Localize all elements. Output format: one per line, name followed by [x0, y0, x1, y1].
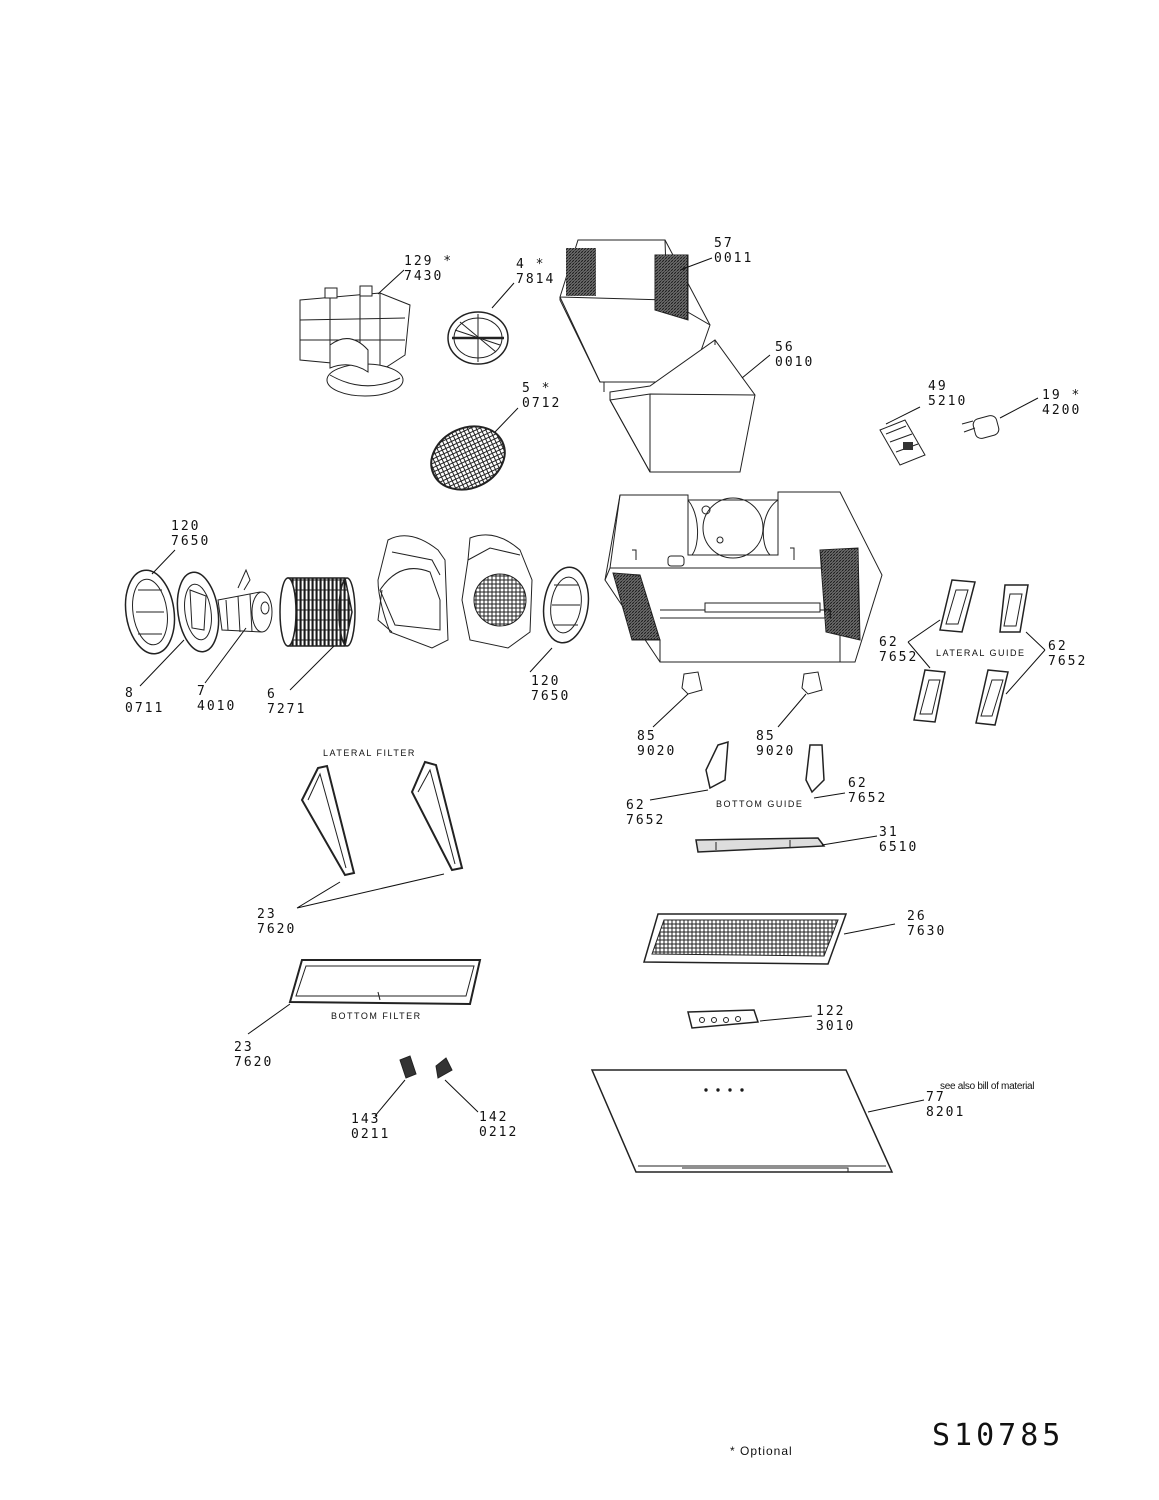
lower-chimney-part [610, 340, 755, 472]
part-label-19: 19 *4200 [1042, 388, 1082, 418]
motor-grille-left-part [120, 567, 179, 657]
control-panel-part [688, 1010, 758, 1028]
lateral-filter-parts [302, 762, 462, 875]
caption-bottom-guide: BOTTOM GUIDE [716, 799, 804, 809]
glass-panel-part [592, 1070, 892, 1172]
hood-body-part [605, 492, 882, 662]
recirculation-kit-part [300, 286, 410, 396]
hood-clip-parts [682, 672, 822, 694]
capacitor-part [962, 414, 1000, 440]
grease-filter-part [644, 914, 846, 964]
blower-housing-left-part [378, 536, 448, 648]
motor-part [218, 570, 272, 632]
part-label-4: 4 *7814 [516, 257, 556, 287]
blower-wheel-part [280, 578, 355, 646]
bottom-filter-part [290, 960, 480, 1004]
control-board-part [880, 420, 925, 465]
motor-plate-part [173, 570, 224, 655]
upper-chimney-part [560, 240, 710, 392]
charcoal-filter-part [421, 415, 515, 501]
optional-note: * Optional [730, 1444, 793, 1458]
bracket-parts [400, 1056, 452, 1078]
material-note: see also bill of material [940, 1081, 1035, 1092]
drawing-code: S10785 [932, 1418, 1065, 1453]
carbon-filter-frame-part [448, 312, 508, 364]
caption-lateral-filter: LATERAL FILTER [323, 748, 416, 758]
blower-housing-right-part [462, 535, 532, 648]
part-label-129: 129 *7430 [404, 254, 454, 284]
motor-grille-right-part [539, 564, 593, 645]
part-label-5: 5 *0712 [522, 381, 562, 411]
caption-bottom-filter: BOTTOM FILTER [331, 1011, 422, 1021]
front-bar-part [696, 838, 824, 852]
bottom-guide-parts [706, 742, 824, 792]
leader-lines [140, 258, 1045, 1116]
caption-lateral-guide: LATERAL GUIDE [936, 648, 1026, 658]
lateral-guide-parts [914, 580, 1028, 725]
